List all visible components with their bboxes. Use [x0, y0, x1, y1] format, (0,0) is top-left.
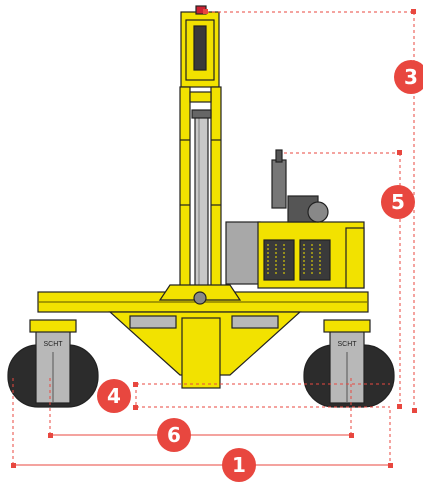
mast-right-rail — [210, 86, 222, 303]
callout-4-badge[interactable]: 4 — [97, 379, 131, 413]
chassis — [37, 284, 369, 389]
mast-left-rail — [179, 86, 191, 303]
callout-1-badge[interactable]: 1 — [222, 448, 256, 482]
hydraulic-cylinder — [194, 114, 209, 306]
tank — [225, 221, 261, 285]
power-unit — [225, 149, 365, 289]
right-wheel-assembly: SCHT — [303, 319, 395, 408]
dimension-endpoints — [11, 9, 417, 468]
callout-6-badge[interactable]: 6 — [157, 418, 191, 452]
callout-5-badge[interactable]: 5 — [381, 185, 415, 219]
center-post — [181, 317, 221, 389]
left-wheel-label: SCHT — [43, 341, 63, 348]
engine-grille-right — [299, 239, 331, 281]
engine-grille-left — [263, 239, 295, 281]
callout-3-badge[interactable]: 3 — [394, 60, 423, 94]
right-wheel-label: SCHT — [337, 341, 357, 348]
mast — [179, 5, 222, 306]
left-wheel-assembly: SCHT — [7, 319, 99, 408]
exhaust-pipe — [271, 159, 287, 209]
